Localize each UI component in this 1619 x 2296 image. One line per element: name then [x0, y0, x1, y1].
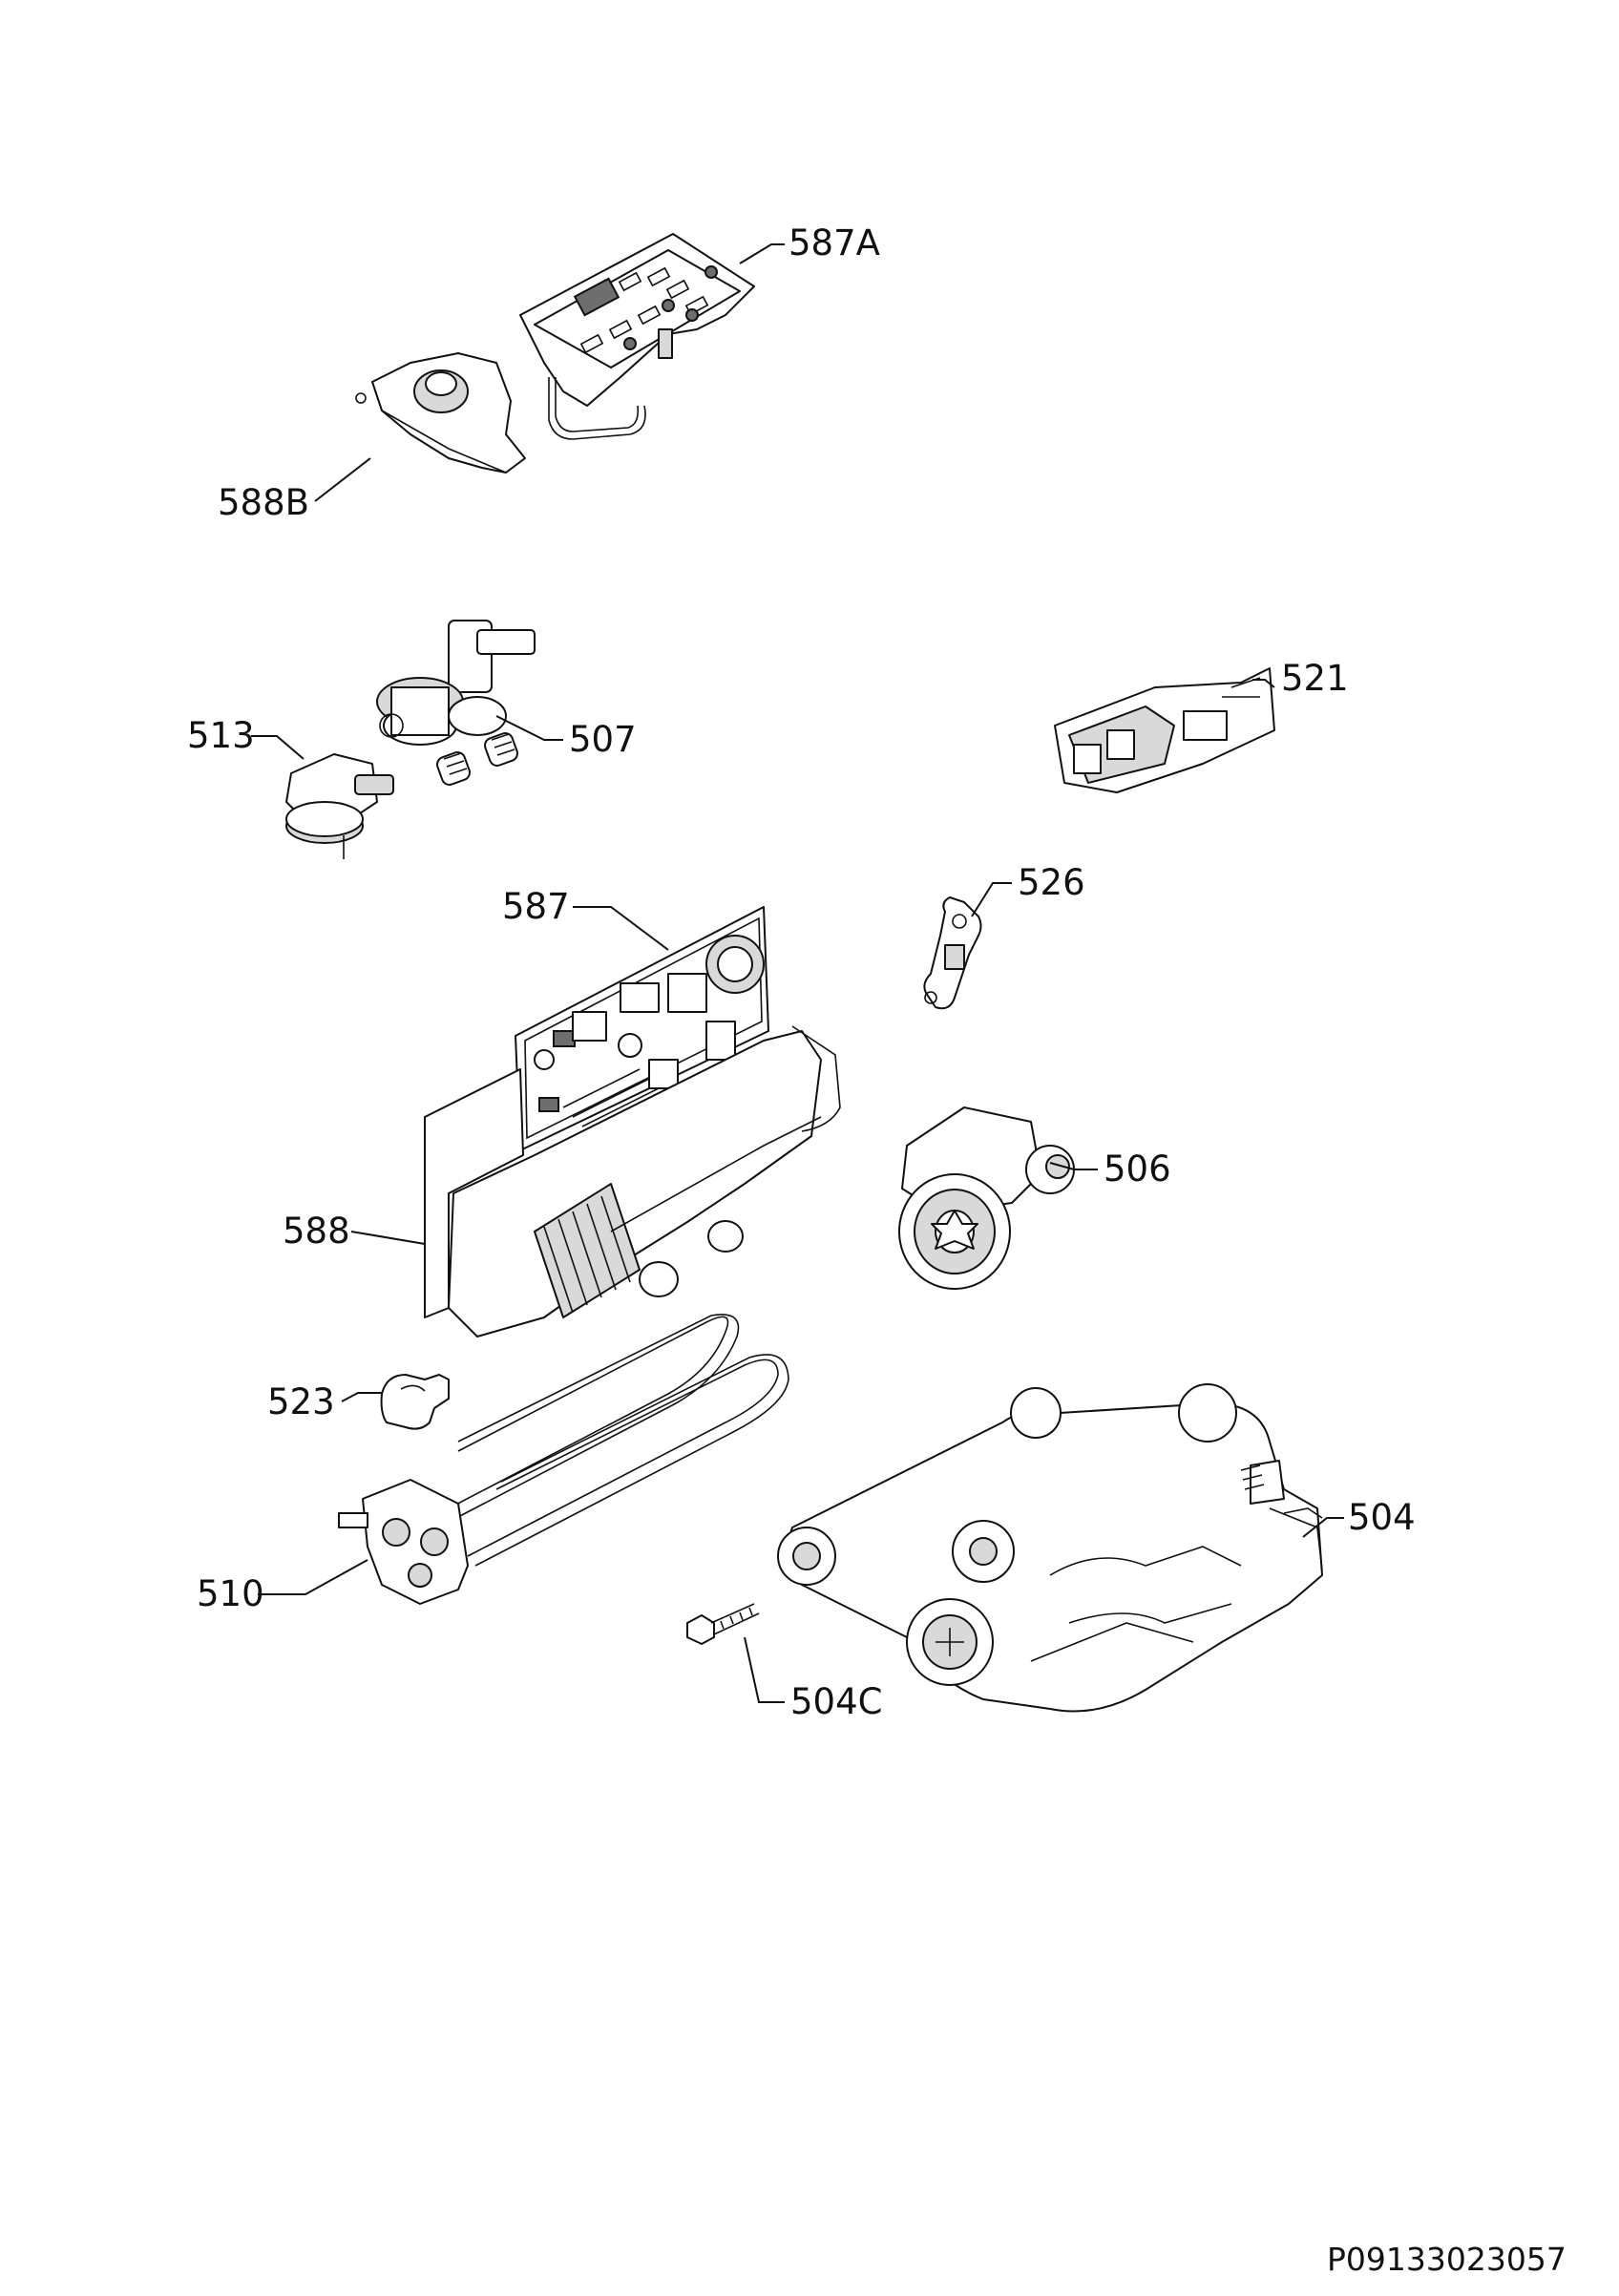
- leader-521: [1252, 679, 1275, 688]
- part-504C-screw[interactable]: [686, 1603, 760, 1645]
- label-513[interactable]: 513: [187, 715, 255, 756]
- part-504-motor[interactable]: [777, 1383, 1323, 1713]
- label-526[interactable]: 526: [1018, 862, 1085, 903]
- leader-506: [1049, 1162, 1098, 1170]
- part-506-drain-pump[interactable]: [898, 1106, 1075, 1290]
- part-523-clip[interactable]: [380, 1374, 450, 1430]
- label-523[interactable]: 523: [267, 1381, 335, 1422]
- leader-504C: [744, 1636, 785, 1703]
- part-510-heating-element[interactable]: [338, 1314, 789, 1605]
- leader-526: [971, 882, 1012, 917]
- label-504C[interactable]: 504C: [790, 1681, 883, 1722]
- leader-507: [495, 715, 563, 741]
- part-587-main-board[interactable]: [515, 906, 769, 1151]
- document-id: P09133023057: [1327, 2241, 1566, 2278]
- part-513-pressure-switch[interactable]: [285, 753, 394, 859]
- leader-587A: [739, 243, 785, 264]
- part-588-board-housing[interactable]: [424, 1025, 841, 1338]
- leader-504: [1302, 1517, 1344, 1538]
- label-506[interactable]: 506: [1104, 1148, 1171, 1190]
- label-587A[interactable]: 587A: [788, 222, 880, 263]
- label-510[interactable]: 510: [197, 1573, 264, 1614]
- leader-587: [573, 906, 669, 951]
- leader-lines: [251, 243, 1344, 1703]
- label-587[interactable]: 587: [502, 886, 570, 927]
- part-507-inlet-valve[interactable]: [376, 620, 536, 787]
- label-504[interactable]: 504: [1348, 1497, 1416, 1538]
- part-526-bracket[interactable]: [923, 896, 982, 1010]
- part-587A-ui-board[interactable]: [519, 233, 755, 440]
- part-521-door-lock[interactable]: [1054, 667, 1275, 793]
- leader-588B: [314, 457, 371, 502]
- label-588B[interactable]: 588B: [218, 482, 310, 523]
- label-521[interactable]: 521: [1281, 658, 1349, 699]
- leader-588: [350, 1231, 426, 1245]
- part-588B-housing[interactable]: [355, 352, 526, 474]
- leader-510: [258, 1559, 368, 1595]
- label-588[interactable]: 588: [283, 1211, 350, 1252]
- label-507[interactable]: 507: [569, 719, 637, 760]
- leader-513: [251, 735, 305, 760]
- leader-523: [341, 1392, 382, 1402]
